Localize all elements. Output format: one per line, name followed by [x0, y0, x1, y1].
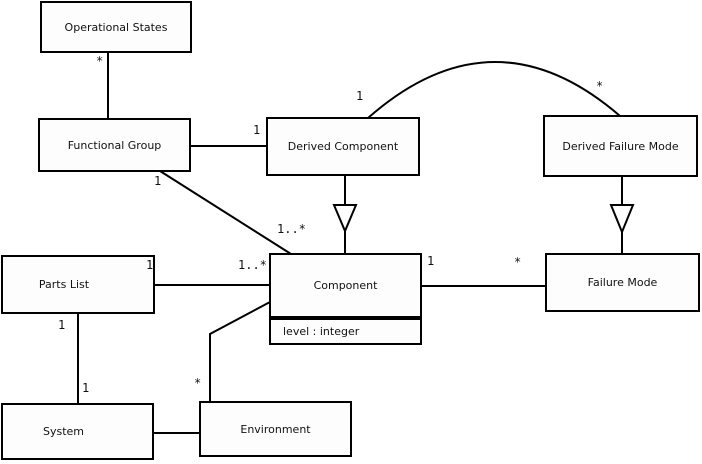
class-functional-group[interactable]: Functional Group	[38, 118, 191, 172]
multiplicity-parts-list-system-bottom: 1	[82, 381, 90, 395]
class-derived-component[interactable]: Derived Component	[266, 117, 420, 176]
class-operational-states[interactable]: Operational States	[40, 1, 192, 53]
class-failure-mode[interactable]: Failure Mode	[545, 253, 700, 312]
class-component[interactable]: Component level : integer	[269, 253, 422, 345]
class-label: Component	[313, 279, 378, 292]
edge-derived-component-derived-failure-mode-arc	[367, 61, 621, 119]
multiplicity-arc-derived-failure-mode: *	[596, 79, 604, 93]
class-environment[interactable]: Environment	[199, 401, 352, 457]
multiplicity-environment: *	[194, 376, 202, 390]
class-derived-failure-mode[interactable]: Derived Failure Mode	[543, 115, 698, 177]
attribute-label: level : integer	[283, 325, 360, 338]
class-label: Parts List	[38, 278, 90, 291]
class-label: Derived Failure Mode	[562, 139, 679, 153]
multiplicity-derived-component: 1	[253, 123, 261, 137]
multiplicity-operational-states: *	[96, 54, 104, 68]
class-attribute-compartment: level : integer	[271, 316, 420, 343]
multiplicity-arc-derived-component: 1	[356, 89, 364, 103]
multiplicity-component-failure-mode: 1	[427, 254, 435, 268]
multiplicity-component-parts-list: 1..*	[238, 258, 267, 272]
multiplicity-failure-mode: *	[514, 255, 522, 269]
multiplicity-parts-list: 1	[146, 258, 154, 272]
generalization-triangle-component-icon	[332, 204, 358, 234]
multiplicity-functional-group: 1	[154, 174, 162, 188]
class-label: Environment	[240, 422, 311, 436]
class-name-compartment: Component	[271, 255, 420, 316]
class-parts-list[interactable]: Parts List	[1, 255, 155, 314]
edge-environment-component	[209, 301, 271, 402]
class-label: Operational States	[64, 20, 168, 34]
class-label: Functional Group	[67, 138, 162, 152]
multiplicity-parts-list-system-top: 1	[58, 318, 66, 332]
class-label: Failure Mode	[587, 276, 658, 289]
class-system[interactable]: System	[1, 403, 154, 460]
class-label: Derived Component	[287, 140, 399, 153]
generalization-triangle-failure-mode-icon	[609, 204, 635, 235]
edge-functional-group-component	[159, 170, 292, 255]
multiplicity-component-functional-group: 1..*	[277, 222, 306, 236]
class-label: System	[42, 425, 85, 438]
